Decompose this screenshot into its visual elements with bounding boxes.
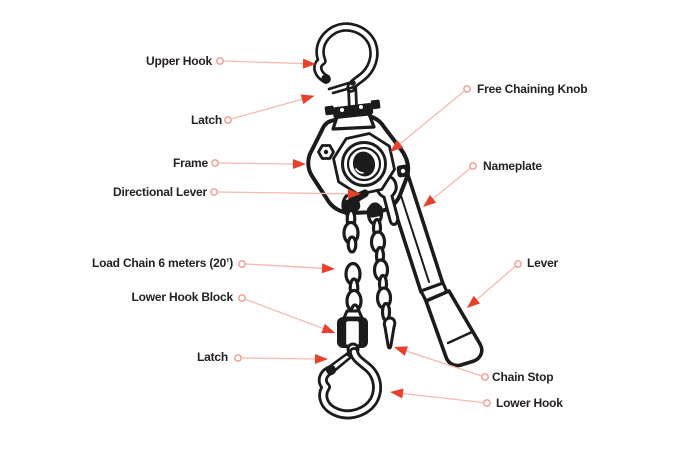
leader-latch-upper bbox=[231, 94, 315, 120]
label-lower-hook: Lower Hook bbox=[496, 396, 563, 410]
leader-dot-lever bbox=[514, 260, 522, 268]
label-load-chain: Load Chain 6 meters (20’) bbox=[91, 256, 233, 270]
upper-latch-art bbox=[327, 80, 356, 95]
chain-stop-art bbox=[382, 316, 397, 350]
leader-frame bbox=[218, 158, 306, 169]
leader-lever bbox=[467, 266, 516, 309]
leader-dot-directional-lever bbox=[210, 188, 218, 196]
lower-hook-block-art bbox=[337, 309, 368, 356]
label-directional-lever: Directional Lever bbox=[113, 185, 207, 199]
leader-dot-latch-upper bbox=[224, 116, 232, 124]
leader-dot-load-chain bbox=[238, 260, 246, 268]
leader-latch-lower bbox=[241, 353, 328, 364]
lever-grip-art bbox=[424, 289, 484, 368]
leader-chain-stop bbox=[394, 346, 482, 377]
lower-latch-art bbox=[327, 351, 353, 374]
leader-lower-hook bbox=[389, 388, 484, 404]
label-latch-upper: Latch bbox=[190, 113, 222, 127]
leader-free-chaining-knob bbox=[390, 91, 465, 153]
leader-dot-free-chaining-knob bbox=[463, 85, 471, 93]
leader-upper-hook bbox=[223, 58, 316, 69]
leader-circles bbox=[210, 57, 522, 407]
leader-lower-hook-block bbox=[245, 298, 336, 334]
leader-lines bbox=[217, 58, 516, 404]
label-upper-hook: Upper Hook bbox=[145, 54, 212, 68]
leader-dot-lower-hook-block bbox=[238, 294, 246, 302]
label-lower-hook-block: Lower Hook Block bbox=[131, 290, 234, 304]
slack-chain-art bbox=[366, 202, 397, 350]
swivel-clevis-art bbox=[324, 99, 381, 131]
label-lever: Lever bbox=[527, 256, 559, 270]
leader-nameplate bbox=[423, 168, 471, 208]
leader-directional-lever bbox=[217, 188, 361, 199]
lower-hook-art bbox=[317, 347, 383, 420]
leader-load-chain bbox=[245, 263, 335, 274]
leader-dot-frame bbox=[211, 159, 219, 167]
free-chaining-knob-art bbox=[332, 132, 396, 196]
label-latch-lower: Latch bbox=[196, 350, 228, 364]
leader-dot-upper-hook bbox=[216, 57, 224, 65]
leader-dot-nameplate bbox=[469, 162, 477, 170]
upper-hook-art bbox=[313, 22, 381, 131]
label-free-chaining-knob: Free Chaining Knob bbox=[477, 82, 588, 96]
upper-hook-tip bbox=[321, 74, 331, 84]
label-nameplate: Nameplate bbox=[483, 159, 542, 173]
label-frame: Frame bbox=[172, 156, 208, 170]
leader-dot-lower-hook bbox=[483, 399, 491, 407]
label-chain-stop: Chain Stop bbox=[492, 370, 554, 384]
leader-dot-latch-lower bbox=[234, 354, 242, 362]
leader-dot-chain-stop bbox=[481, 373, 489, 381]
